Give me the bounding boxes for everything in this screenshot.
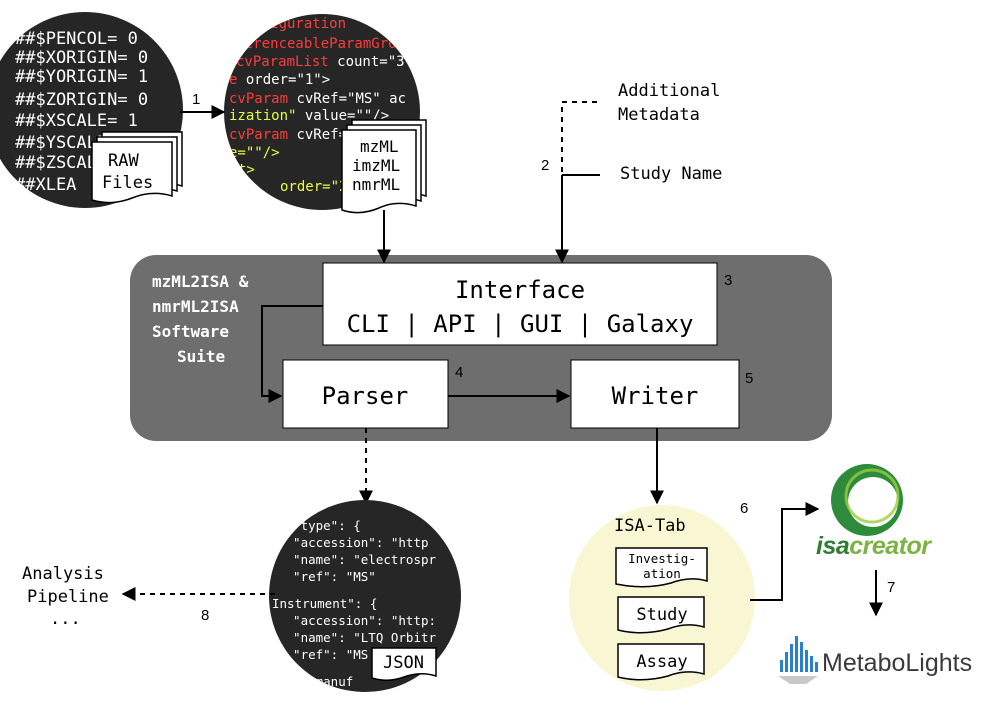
xml-line: order="2 (280, 179, 347, 195)
writer-box (570, 359, 740, 429)
study-doc-label: Study (636, 605, 687, 625)
json-line: "accession": "http (278, 535, 429, 550)
parser-box (282, 359, 449, 429)
parser-label: Parser (322, 382, 409, 410)
interface-title: Interface (455, 276, 585, 304)
mzml-document-stack: mzML imzML nmrML (341, 119, 427, 214)
raw-line: ##$ZSCAL (15, 153, 97, 173)
isacreator-logo: isacreator (816, 464, 933, 560)
isacreator-wordmark: isacreator (816, 532, 932, 560)
step-number-8: 8 (201, 607, 209, 624)
json-line: nt manuf (278, 674, 353, 689)
xml-line: cvParam cvRef="MS" ac (229, 91, 406, 107)
xml-line: eferenceableParamGroup (228, 36, 413, 52)
interface-box (322, 262, 718, 346)
suite-label-line-1: mzML2ISA & (152, 272, 249, 291)
json-line: "name": "LTQ Orbitr (278, 630, 437, 645)
xml-line: <configuration (228, 16, 346, 32)
analysis-label-2: Pipeline (27, 587, 109, 607)
step-number-5: 5 (745, 370, 753, 387)
json-line: "name": "electrospr (278, 552, 437, 567)
raw-line: ##$YSCALE (15, 133, 107, 153)
step-number-4: 4 (455, 364, 463, 381)
metabolights-logo: MetaboLights (778, 636, 972, 684)
isatab-title: ISA-Tab (614, 516, 686, 536)
xml-line: e=""/> (229, 145, 280, 161)
additional-metadata-label: Additional (618, 81, 720, 101)
raw-doc-label: RAW (108, 151, 139, 171)
metabolights-bars-icon (780, 636, 818, 672)
assay-doc (617, 643, 705, 681)
xml-line: e order="1"> (229, 72, 330, 88)
arrow-isatab-to-isacreator (750, 502, 820, 601)
xml-line: t> (238, 162, 255, 178)
step-number-1: 1 (192, 91, 200, 108)
json-line: "ref": "MS" (278, 569, 376, 584)
raw-line: ##$XORIGIN= 0 (15, 48, 148, 68)
json-line: Instrument": { (272, 596, 377, 611)
suite-label-line-4: Suite (177, 347, 225, 366)
analysis-label-1: Analysis (22, 564, 104, 584)
arrow-interface-to-parser (261, 305, 323, 403)
suite-label-line-3: Software (152, 322, 229, 341)
additional-metadata-label-2: Metadata (618, 105, 700, 125)
files-doc-label: Files (102, 173, 153, 193)
analysis-label-3: ... (50, 609, 81, 629)
nmrml-label: nmrML (352, 175, 400, 194)
raw-files-document-stack: RAW Files (91, 131, 183, 204)
xml-line: cvParamList count="3"> (236, 54, 421, 70)
raw-line: ##$PENCOL= 0 (15, 29, 138, 49)
isatab-circle: ISA-Tab Investig- ation Study Assay (569, 505, 755, 691)
metabolights-reflection (778, 676, 818, 684)
json-data-circle: et type": { "accession": "http "name": "… (269, 500, 461, 692)
raw-line: ##$ZORIGIN= 0 (15, 90, 148, 110)
step-number-3: 3 (724, 272, 732, 289)
assay-doc-label: Assay (636, 652, 687, 672)
study-doc (617, 596, 705, 634)
investigation-doc (615, 547, 708, 588)
writer-label: Writer (612, 382, 699, 410)
isacreator-ring-inner (848, 477, 898, 527)
json-line: "accession": "http: (278, 613, 436, 628)
json-line: et type": { (278, 518, 361, 533)
json-document: JSON (371, 647, 437, 681)
imzml-label: imzML (352, 156, 400, 175)
interface-options: CLI | API | GUI | Galaxy (347, 310, 694, 338)
json-doc-label: JSON (383, 653, 424, 673)
raw-line: ##$XSCALE= 1 (15, 111, 138, 131)
json-line: "ref": "MS (278, 647, 368, 662)
step-number-2: 2 (541, 157, 549, 174)
investigation-label-2: ation (643, 566, 681, 581)
mzml-label: mzML (360, 137, 399, 156)
step-number-7: 7 (887, 579, 895, 596)
suite-label-line-2: nmrML2ISA (152, 297, 239, 316)
raw-line: ##XLEA (15, 175, 76, 195)
study-name-label: Study Name (620, 164, 722, 184)
step-number-6: 6 (740, 500, 748, 517)
additional-metadata-connector (561, 101, 597, 175)
investigation-label-1: Investig- (628, 551, 696, 566)
metabolights-wordmark: MetaboLights (822, 649, 972, 677)
isacreator-ring-highlight (844, 468, 900, 524)
raw-line: ##$YORIGIN= 1 (15, 67, 148, 87)
